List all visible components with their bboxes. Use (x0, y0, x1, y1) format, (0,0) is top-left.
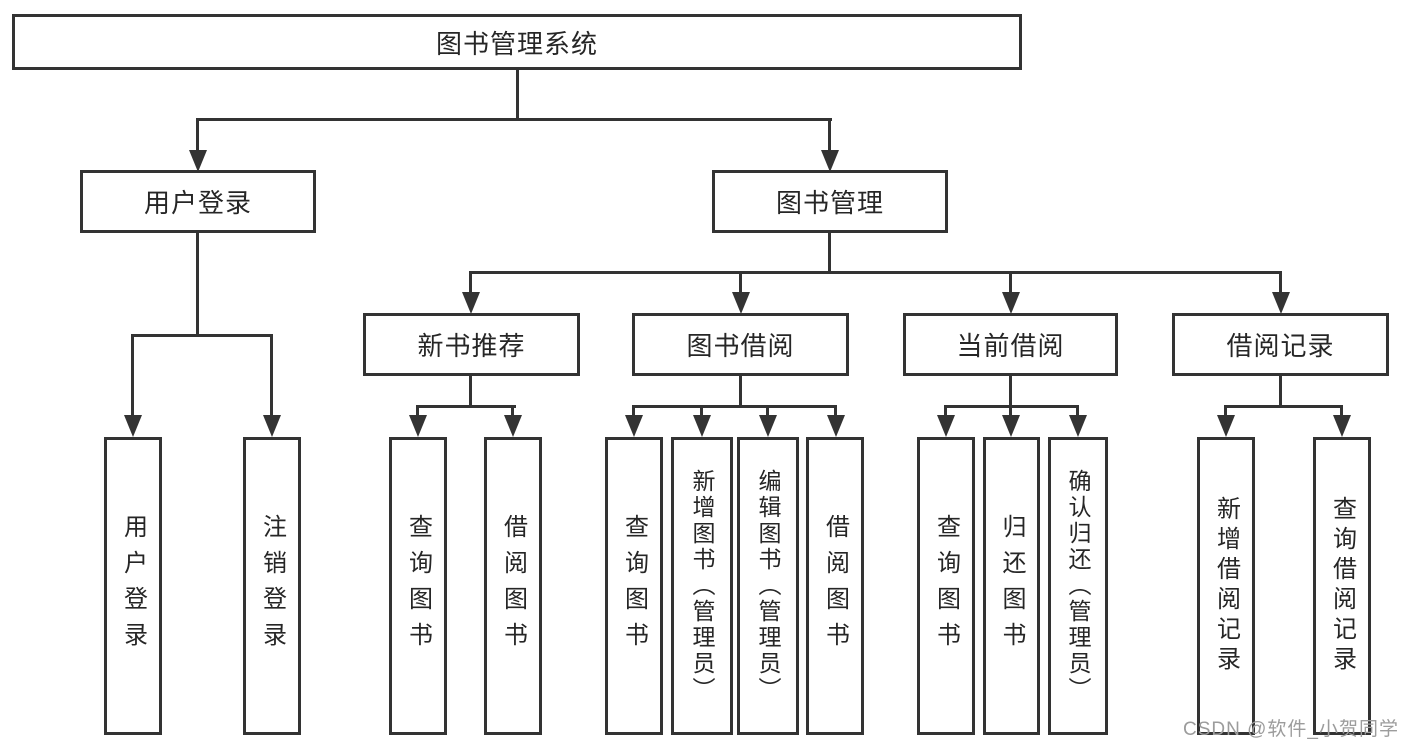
connector-borrowrecord-vline (1279, 376, 1282, 407)
leaf-query-books-recommend: 查询图书 (389, 437, 447, 735)
connector-drop-book-mgmt (828, 118, 831, 152)
connector-drop (1224, 405, 1227, 417)
connector-drop (834, 405, 837, 417)
arrow-down-icon (1002, 292, 1020, 314)
arrow-down-icon (504, 415, 522, 437)
arrow-down-icon (827, 415, 845, 437)
connector-drop (766, 405, 769, 417)
connector-drop (416, 405, 419, 417)
node-current-borrowing: 当前借阅 (903, 313, 1118, 376)
leaf-borrow-books-recommend: 借阅图书 (484, 437, 542, 735)
connector-bookmgmt-vline (828, 233, 831, 273)
connector-userlogin-vline (196, 233, 199, 336)
connector-bookmgmt-hline (470, 271, 1282, 274)
arrow-down-icon (732, 292, 750, 314)
connector-currentborrow-hline (945, 405, 1079, 408)
connector-newbook-hline (417, 405, 516, 408)
leaf-return-books: 归还图书 (983, 437, 1040, 735)
node-root-library-system: 图书管理系统 (12, 14, 1022, 70)
connector-drop (700, 405, 703, 417)
arrow-down-icon (821, 150, 839, 172)
leaf-add-books-admin: 新增图书（管理员） (671, 437, 733, 735)
arrow-down-icon (124, 415, 142, 437)
connector-drop (944, 405, 947, 417)
arrow-down-icon (1069, 415, 1087, 437)
node-user-login: 用户登录 (80, 170, 316, 233)
arrow-down-icon (1002, 415, 1020, 437)
arrow-down-icon (1272, 292, 1290, 314)
node-new-book-recommend: 新书推荐 (363, 313, 580, 376)
connector-drop (1340, 405, 1343, 417)
arrow-down-icon (759, 415, 777, 437)
arrow-down-icon (1333, 415, 1351, 437)
node-borrow-records: 借阅记录 (1172, 313, 1389, 376)
arrow-down-icon (625, 415, 643, 437)
arrow-down-icon (189, 150, 207, 172)
arrow-down-icon (937, 415, 955, 437)
arrow-down-icon (462, 292, 480, 314)
connector-bookborrow-hline (633, 405, 837, 408)
arrow-down-icon (409, 415, 427, 437)
connector-drop (1076, 405, 1079, 417)
connector-drop-user-login (196, 118, 199, 152)
leaf-query-books-borrowing: 查询图书 (605, 437, 663, 735)
node-book-management: 图书管理 (712, 170, 948, 233)
connector-borrowrecord-hline (1224, 405, 1343, 408)
connector-drop (511, 405, 514, 417)
leaf-borrow-books: 借阅图书 (806, 437, 864, 735)
connector-root-vline (516, 70, 519, 120)
connector-newbook-vline (469, 376, 472, 407)
leaf-add-borrow-record: 新增借阅记录 (1197, 437, 1255, 735)
connector-drop-borrow-record (1279, 271, 1282, 295)
node-book-borrowing: 图书借阅 (632, 313, 849, 376)
leaf-confirm-return-admin: 确认归还（管理员） (1048, 437, 1108, 735)
connector-drop-new-book (469, 271, 472, 295)
arrow-down-icon (1217, 415, 1235, 437)
connector-drop-leaf-logout (270, 334, 273, 417)
connector-drop-book-borrow (739, 271, 742, 295)
connector-drop (632, 405, 635, 417)
csdn-watermark: CSDN @软件_小贺同学 (1183, 719, 1399, 740)
leaf-user-login: 用户登录 (104, 437, 162, 735)
connector-bookborrow-vline (739, 376, 742, 407)
connector-root-hline (196, 118, 832, 121)
connector-drop-leaf-login (131, 334, 134, 417)
leaf-edit-books-admin: 编辑图书（管理员） (737, 437, 799, 735)
leaf-logout: 注销登录 (243, 437, 301, 735)
leaf-query-borrow-record: 查询借阅记录 (1313, 437, 1371, 735)
arrow-down-icon (263, 415, 281, 437)
connector-currentborrow-vline (1009, 376, 1012, 407)
connector-userlogin-hline (131, 334, 273, 337)
connector-drop (1009, 405, 1012, 417)
connector-drop-current-borrow (1009, 271, 1012, 295)
leaf-query-books-current: 查询图书 (917, 437, 975, 735)
arrow-down-icon (693, 415, 711, 437)
